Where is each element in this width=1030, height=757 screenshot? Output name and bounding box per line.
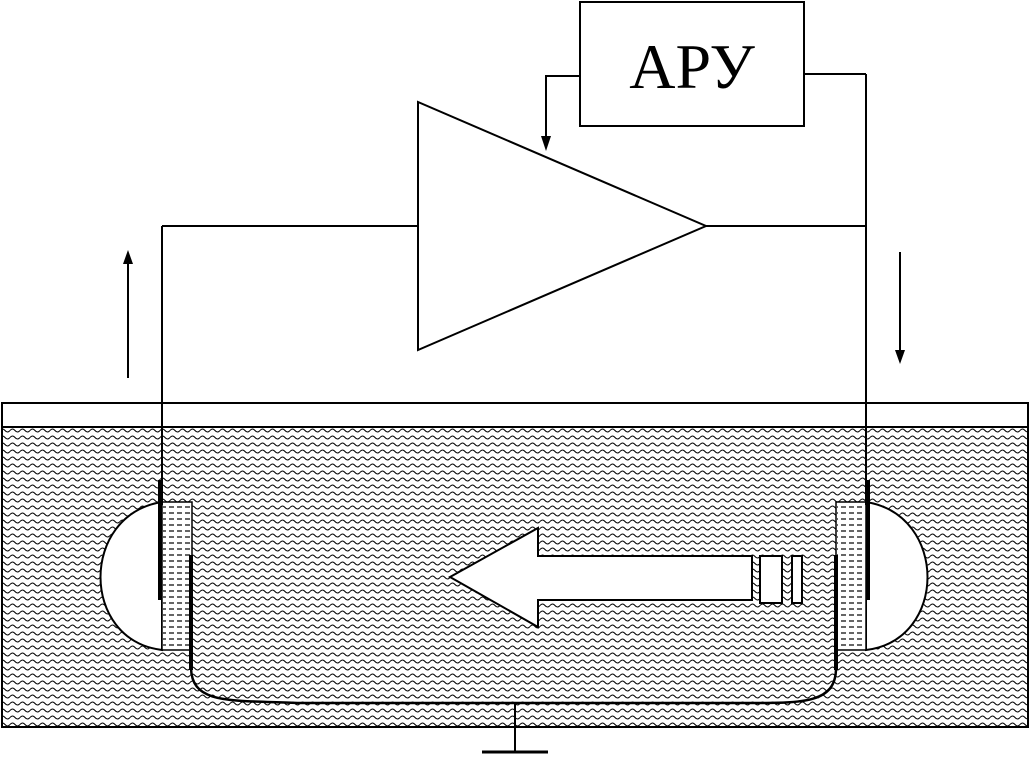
agc-label: АРУ: [629, 31, 755, 102]
agc-box: [579, 1, 805, 127]
medium-top-band: [1, 402, 1029, 428]
left-transducer: [99, 480, 193, 670]
down-arrow-head: [895, 350, 905, 364]
right-transducer-element-fill: [837, 503, 865, 649]
wave-arrow-shape: [447, 526, 753, 629]
signal-direction-arrows: [123, 250, 905, 378]
up-arrow-head: [123, 250, 133, 264]
amplifier-triangle: [417, 100, 709, 352]
right-transducer-lens: [865, 500, 929, 652]
right-transducer: [834, 480, 929, 670]
agc-block: АРУ: [579, 1, 805, 127]
agc-control-arrowhead: [541, 136, 551, 151]
wave-arrow-tail-bar-2: [791, 555, 803, 604]
wire-agc-control: [545, 75, 580, 140]
ground-wire: [189, 667, 838, 754]
feedback-wiring: [161, 73, 867, 505]
left-transducer-element-fill: [163, 503, 191, 649]
ground-wire-path: [189, 667, 838, 705]
wave-direction-arrow: [447, 526, 803, 629]
left-transducer-lens: [99, 500, 163, 652]
wave-arrow-tail-bar-1: [759, 555, 783, 604]
